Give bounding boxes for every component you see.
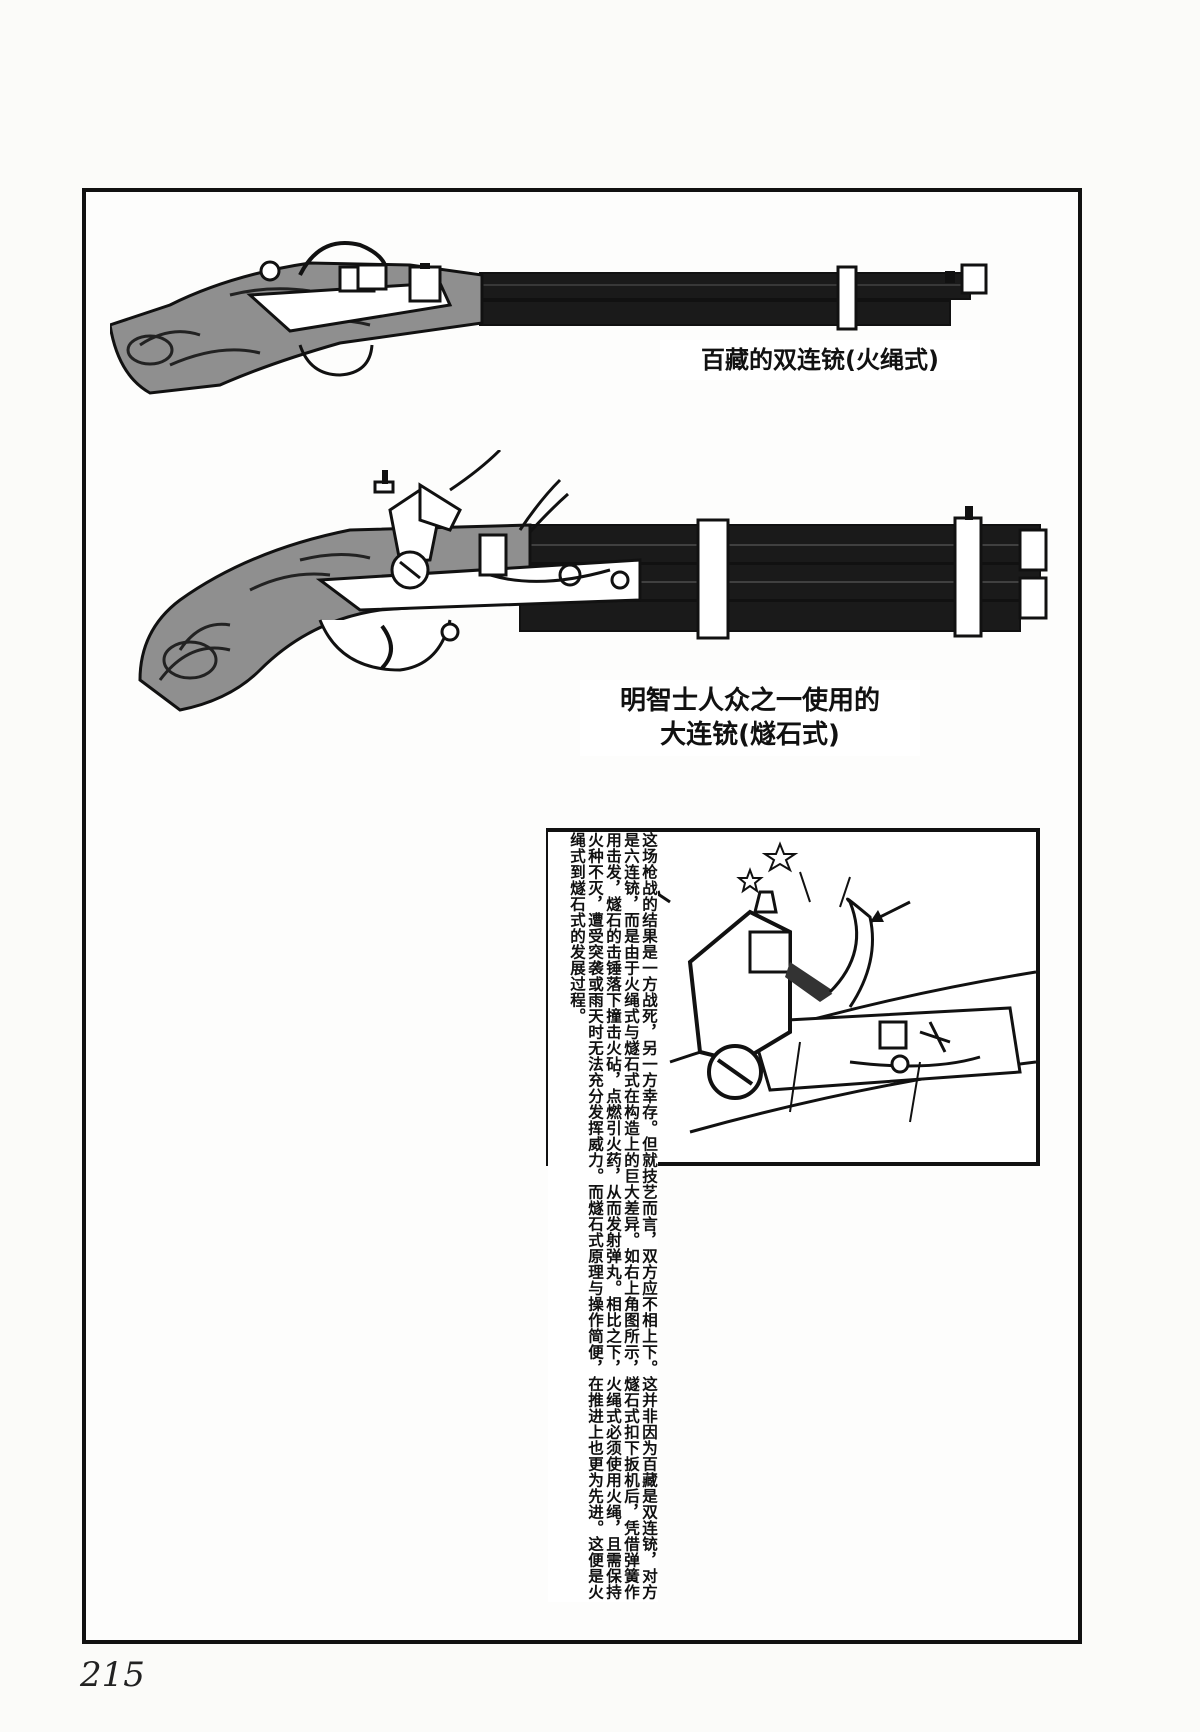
gun2-caption: 明智士人众之一使用的 大连铳(燧石式)	[580, 680, 920, 756]
matchlock-double-barrel-gun-illustration	[110, 241, 988, 395]
gun1-caption: 百藏的双连铳(火绳式)	[660, 340, 980, 380]
gun2-caption-line1: 明智士人众之一使用的	[619, 686, 880, 716]
flintlock-multi-barrel-gun-illustration	[138, 450, 1048, 712]
gun2-caption-line2: 大连铳(燧石式)	[660, 720, 840, 750]
page-number: 215	[80, 1655, 145, 1695]
star-icon	[761, 841, 799, 873]
body-text-column: 这场枪战的结果是一方战死，另一方幸存。但就技艺而言，双方应不相上下。这并非因为百…	[548, 832, 658, 1602]
flintlock-mechanism-diagram	[589, 841, 1036, 1134]
star-icon	[736, 867, 764, 894]
